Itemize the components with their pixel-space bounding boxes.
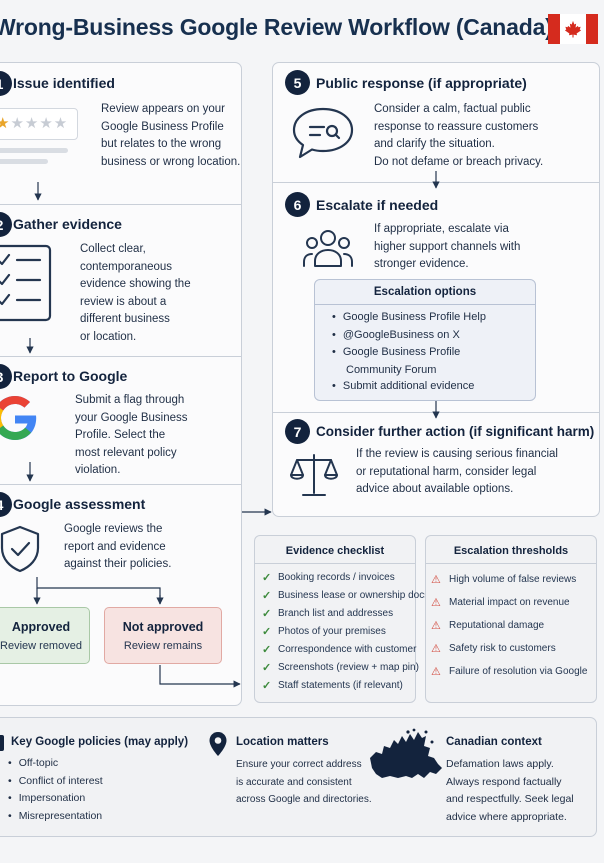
warning-icon: ⚠	[431, 574, 441, 586]
divider	[314, 304, 536, 305]
escalation-options-title: Escalation options	[373, 286, 477, 298]
canada-text: Defamation laws apply.Always respond fac…	[446, 758, 574, 823]
step-4-title: Google assessment	[13, 496, 146, 512]
list-item: ✓Staff statements (if relevant)	[262, 679, 403, 692]
divider	[0, 484, 242, 485]
list-item: ✓Photos of your premises	[262, 625, 386, 638]
step-3-number: 3	[0, 364, 12, 389]
step-2-number: 2	[0, 212, 12, 237]
checklist-icon	[0, 244, 60, 327]
people-group-icon	[302, 226, 354, 275]
warning-icon: ⚠	[431, 620, 441, 632]
check-icon: ✓	[262, 643, 272, 656]
location-title: Location matters	[236, 736, 329, 748]
list-item: ✓Correspondence with customer	[262, 643, 417, 656]
list-item: ⚠Safety risk to customers	[431, 643, 556, 655]
step-3-title: Report to Google	[13, 368, 128, 384]
list-item: Google Business Profile Help	[332, 309, 486, 327]
outcome-approved-title: Approved	[11, 620, 71, 634]
list-item: ✓Business lease or ownership docs	[262, 589, 430, 602]
step-7-text: If the review is causing serious financi…	[356, 448, 558, 495]
list-item: ⚠High volume of false reviews	[431, 574, 577, 586]
list-item: @GoogleBusiness on X	[332, 327, 486, 345]
scales-of-justice-icon	[289, 451, 339, 504]
escalation-thresholds-list: ⚠High volume of false reviews ⚠Material …	[431, 568, 587, 683]
list-item: Conflict of interest	[8, 773, 103, 791]
escalation-thresholds-title: Escalation thresholds	[453, 545, 569, 557]
step-6-title: Escalate if needed	[316, 197, 439, 213]
outcome-not-approved-box: Not approved Review remains	[104, 607, 222, 664]
list-item: Off-topic	[8, 755, 103, 773]
step-4-number: 4	[0, 492, 12, 517]
list-item: ⚠Material impact on revenue	[431, 597, 570, 609]
step-1-number: 1	[0, 71, 12, 96]
list-item: ✓Screenshots (review + map pin)	[262, 661, 419, 674]
divider	[0, 204, 242, 205]
warning-icon: ⚠	[431, 643, 441, 655]
policies-title: Key Google policies (may apply)	[11, 736, 189, 748]
policies-list: Off-topic Conflict of interest Impersona…	[8, 755, 103, 825]
check-icon: ✓	[262, 607, 272, 620]
canada-flag-icon	[548, 14, 598, 44]
outcome-not-approved-title: Not approved	[122, 620, 204, 634]
step-7-title: Consider further action (if significant …	[316, 424, 595, 439]
list-item: ✓Branch list and addresses	[262, 607, 394, 620]
map-pin-icon	[208, 731, 228, 762]
step-1-title: Issue identified	[13, 75, 115, 91]
divider	[425, 563, 597, 564]
policy-book-icon	[0, 734, 6, 757]
check-icon: ✓	[262, 625, 272, 638]
step-2-title: Gather evidence	[13, 216, 122, 232]
check-icon: ✓	[262, 571, 272, 584]
escalation-options-list: Google Business Profile Help @GoogleBusi…	[332, 309, 486, 362]
evidence-checklist-list: ✓Booking records / invoices ✓Business le…	[262, 568, 429, 694]
list-item-continued: Community Forum	[346, 364, 437, 376]
page-title: Wrong-Business Google Review Workflow (C…	[0, 14, 553, 40]
check-icon: ✓	[262, 661, 272, 674]
list-item: Impersonation	[8, 790, 103, 808]
canada-map-icon	[368, 728, 444, 795]
google-logo-icon	[0, 391, 42, 452]
outcome-approved-sub: Review removed	[0, 640, 82, 652]
list-item: Misrepresentation	[8, 808, 103, 826]
step-5-title: Public response (if appropriate)	[316, 75, 527, 91]
step-5-number: 5	[285, 70, 310, 95]
check-icon: ✓	[262, 679, 272, 692]
list-item: ⚠Reputational damage	[431, 620, 545, 632]
list-item: ⚠Failure of resolution via Google	[431, 666, 588, 678]
divider	[254, 563, 416, 564]
speech-bubble-icon	[290, 105, 356, 166]
star-rating-icon: ★★★★★	[0, 108, 78, 168]
shield-check-icon	[0, 524, 42, 579]
escalation-options-list-end: Submit additional evidence	[332, 378, 474, 396]
step-7-number: 7	[285, 419, 310, 444]
list-item: ✓Booking records / invoices	[262, 571, 395, 584]
check-icon: ✓	[262, 589, 272, 602]
warning-icon: ⚠	[431, 597, 441, 609]
canada-title: Canadian context	[446, 736, 542, 748]
warning-icon: ⚠	[431, 666, 441, 678]
outcome-not-approved-sub: Review remains	[123, 640, 203, 652]
outcome-approved-box: Approved Review removed	[0, 607, 90, 664]
step-6-number: 6	[285, 192, 310, 217]
divider	[0, 356, 242, 357]
list-item: Submit additional evidence	[332, 378, 474, 396]
list-item: Google Business Profile	[332, 344, 486, 362]
evidence-checklist-title: Evidence checklist	[285, 545, 385, 557]
